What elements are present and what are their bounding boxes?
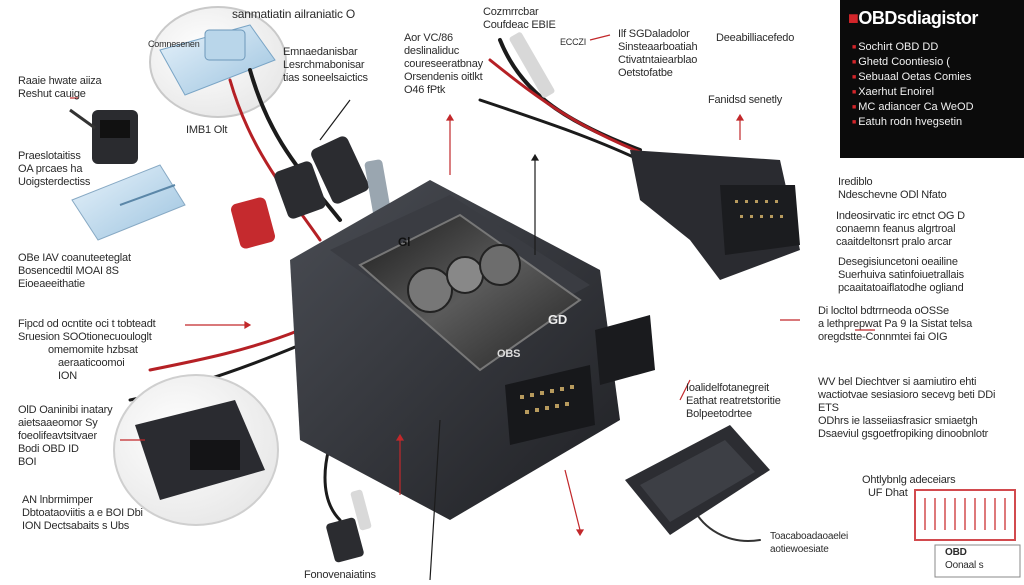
- gauge-dial-center: [446, 256, 484, 294]
- label-left-mid-b: Fipcd od ocntite oci t tobteadt Sruesion…: [18, 318, 156, 382]
- label-right-mid-d: Desegisiuncetoni oeailine Suerhuiva sati…: [838, 256, 964, 294]
- label-right-mid-b: Irediblo Ndeschevne ODl Nfato: [838, 176, 947, 201]
- label-far-left-b: Praeslotaitiss OA prcaes ha Uoigsterdect…: [18, 150, 91, 188]
- label-center-right-a: Ioalidelfotanegreit Eathat reatretstorit…: [686, 382, 781, 420]
- feature-item: MC adiancer Ca WeOD: [852, 100, 973, 115]
- label-right-mid-a: Fanidsd senetly: [708, 94, 783, 106]
- label-top-small-right: ECCZI: [560, 37, 587, 47]
- feature-item: Xaerhut Enoirel: [852, 85, 974, 100]
- label-bottom-center: Fonovenaiatins: [304, 569, 376, 581]
- label-center-small: IMB1 Olt: [186, 124, 228, 136]
- feature-item: Eatuh rodn hvegsetin: [852, 115, 974, 130]
- brand-mark-icon: ■: [848, 8, 859, 28]
- gauge-dial-right: [479, 244, 521, 286]
- label-far-left-a: Raaie hwate aiiza Reshut cauige: [18, 75, 102, 100]
- label-right-lower-a: Di locltol bdtrrneoda oOSSe a lethprepwa…: [818, 305, 973, 343]
- screen-text-gd: GD: [548, 312, 568, 327]
- feature-item: Sochirt OBD DD: [852, 40, 974, 55]
- label-left-lower-b: AN lnbrmimper Dbtoataoviitis a e BOI Dbi…: [22, 494, 143, 532]
- cable-plugs: [231, 32, 555, 249]
- lower-right-adapter: [625, 425, 770, 535]
- label-pinout-badge: OBD Oonaal s: [945, 547, 984, 571]
- label-top-left-small: Comnesenen: [148, 39, 200, 49]
- label-mid-left-top: Emnaedanisbar Lesrchmabonisar tias sonee…: [283, 46, 368, 84]
- bottom-plug: [326, 489, 372, 563]
- screen-text-top: Gl: [398, 235, 411, 249]
- label-top-right-mid: Cozmrrcbar Coufdeac EBIE: [483, 6, 556, 31]
- left-clear-connector: [71, 164, 186, 241]
- feature-list: Sochirt OBD DD Ghetd Coontiesio ( Sebuaa…: [852, 40, 974, 130]
- screen-text-obs: OBS: [497, 348, 521, 360]
- title-panel: ■OBDsdiagistor Sochirt OBD DD Ghetd Coon…: [840, 0, 1024, 158]
- feature-item: Ghetd Coontiesio (: [852, 55, 974, 70]
- brand-logo: ■OBDsdiagistor: [848, 8, 978, 29]
- label-bottom-right-a: Ohtlybnlg adeceiars UF Dhat: [862, 474, 956, 499]
- left-small-connector: [69, 108, 138, 164]
- black-leader-lines: [319, 99, 540, 581]
- top-left-connector-callout: [149, 6, 287, 118]
- feature-item: Sebuaal Oetas Comies: [852, 70, 974, 85]
- pinout-chart: [914, 489, 1021, 578]
- label-right-mid-c: Indeosirvatic irc etnct OG D conaemn fea…: [836, 210, 965, 248]
- right-obd-connector: [630, 150, 800, 280]
- lower-left-connector-callout: [113, 374, 279, 526]
- main-obd-device: [290, 180, 655, 520]
- label-right-top-a: Ilf SGDaladolor Sinsteaarboatiah Ctivatn…: [618, 28, 698, 79]
- label-center-top: Aor VC/86 deslinaliduc coureseeratbnay O…: [404, 32, 483, 96]
- side-port: [595, 315, 655, 385]
- label-left-lower-a: OlD Oaninibi inatary aietsaaeomor Sy foe…: [18, 404, 113, 468]
- label-right-lower-b: WV bel Diechtver si aamiutiro ehti wacti…: [818, 376, 996, 440]
- brand-title: OBDsdiagistor: [858, 8, 978, 28]
- label-left-mid-a: OBe IAV coanuteeteglat Bosencedtil MOAI …: [18, 252, 131, 290]
- gauge-dial-left: [407, 267, 453, 313]
- obd-port-pins: [520, 385, 574, 414]
- label-right-top-b: Deeabilliacefedo: [716, 32, 795, 44]
- label-top-center: sanmatiatin ailraniatic O: [232, 7, 356, 21]
- label-bottom-right-b: Toacaboadaoaelei aotiewoesiate: [770, 531, 848, 555]
